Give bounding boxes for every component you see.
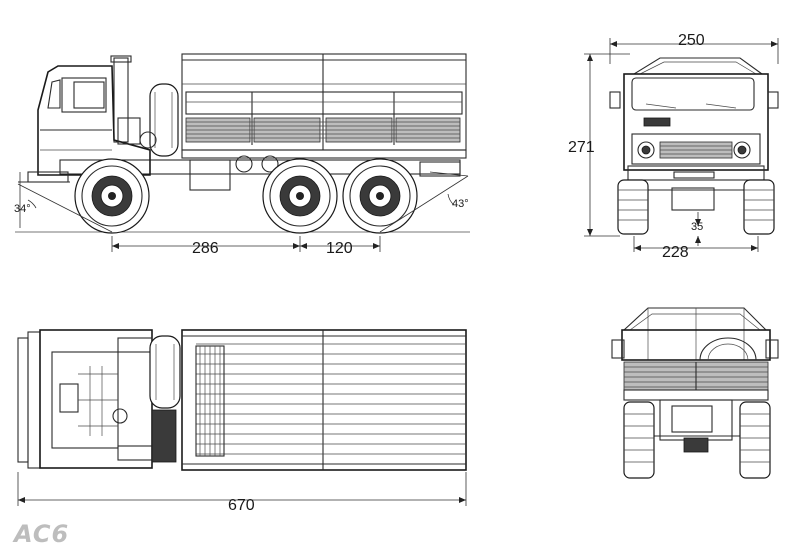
- side-cab: [18, 65, 151, 183]
- side-view: [15, 53, 470, 252]
- side-cargo-body: [181, 53, 467, 159]
- side-rear-wheel-2: [342, 158, 418, 234]
- brand-logo: AC6: [12, 520, 69, 548]
- side-rear-wheel-1: [262, 158, 338, 234]
- top-view: [17, 329, 467, 506]
- wheelbase-front-label: 286: [192, 240, 219, 257]
- wheelbase-rear-label: 120: [326, 240, 353, 257]
- front-view: [584, 38, 779, 252]
- rear-view: [611, 307, 779, 479]
- side-spare-wheel: [139, 83, 179, 157]
- front-track-label: 228: [662, 244, 689, 261]
- front-width-label: 250: [678, 32, 705, 49]
- front-clearance-label: 35: [691, 221, 703, 233]
- front-height-label: 271: [568, 139, 595, 156]
- approach-angle-label: 34°: [14, 203, 31, 215]
- departure-angle-label: 43°: [452, 198, 469, 210]
- side-front-wheel: [74, 158, 150, 234]
- top-length-label: 670: [228, 497, 255, 514]
